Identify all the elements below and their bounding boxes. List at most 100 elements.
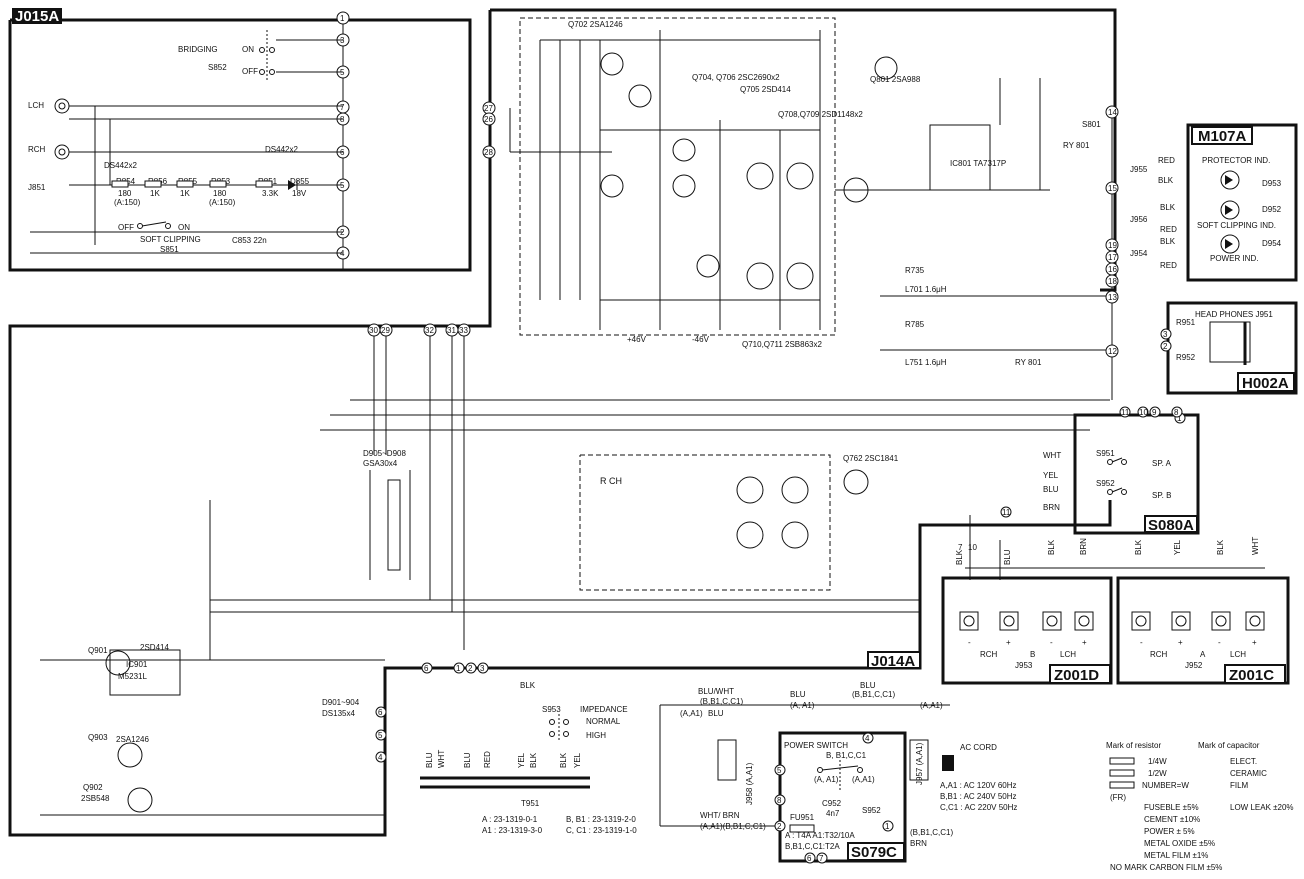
svg-text:2: 2 [468, 664, 473, 673]
headphone-jack-icon [1209, 321, 1251, 363]
svg-text:S951: S951 [1096, 449, 1115, 458]
svg-text:1: 1 [456, 664, 461, 673]
tag-j015a-bg [12, 8, 62, 24]
svg-text:FU951: FU951 [790, 813, 815, 822]
svg-text:6: 6 [807, 854, 812, 863]
svg-text:D954: D954 [1262, 239, 1282, 248]
svg-text:(A,A1)(B,B1,C,C1): (A,A1)(B,B1,C,C1) [700, 822, 766, 831]
svg-text:S852: S852 [208, 63, 227, 72]
svg-text:GSA30x4: GSA30x4 [363, 459, 398, 468]
svg-text:(A,A1): (A,A1) [852, 775, 875, 784]
svg-text:WHT: WHT [1043, 451, 1061, 460]
svg-text:B,B1 : AC 240V 50Hz: B,B1 : AC 240V 50Hz [940, 792, 1017, 801]
svg-text:(A,A1): (A,A1) [680, 709, 703, 718]
svg-text:CEMENT ±10%: CEMENT ±10% [1144, 815, 1200, 824]
svg-text:BLK: BLK [1160, 203, 1176, 212]
svg-text:2SB548: 2SB548 [81, 794, 110, 803]
svg-text:13: 13 [1108, 293, 1117, 302]
svg-text:D952: D952 [1262, 205, 1282, 214]
svg-text:+: + [1252, 638, 1257, 647]
svg-text:WHT: WHT [437, 750, 446, 768]
svg-text:SOFT CLIPPING IND.: SOFT CLIPPING IND. [1197, 221, 1276, 230]
svg-text:R951: R951 [1176, 318, 1196, 327]
svg-text:R735: R735 [905, 266, 925, 275]
svg-text:RY 801: RY 801 [1015, 358, 1042, 367]
svg-text:B, B1,C,C1: B, B1,C,C1 [826, 751, 867, 760]
svg-text:3: 3 [1163, 330, 1168, 339]
svg-text:WHT/ BRN: WHT/ BRN [700, 811, 740, 820]
svg-text:4n7: 4n7 [826, 809, 840, 818]
svg-text:R952: R952 [1176, 353, 1196, 362]
svg-text:S953: S953 [542, 705, 561, 714]
svg-text:D901~904: D901~904 [322, 698, 360, 707]
svg-text:HIGH: HIGH [586, 731, 606, 740]
svg-text:D953: D953 [1262, 179, 1282, 188]
svg-text:1: 1 [1177, 414, 1182, 423]
board-z001c-outline [1116, 576, 1290, 685]
board-j014a-outline [8, 10, 1112, 837]
svg-text:1: 1 [340, 14, 345, 23]
svg-text:10: 10 [968, 543, 977, 552]
speaker-b-switch[interactable] [1107, 487, 1127, 495]
svg-text:Q708,Q709 2SD1148x2: Q708,Q709 2SD1148x2 [778, 110, 863, 119]
soft-clipping-switch[interactable] [137, 221, 171, 229]
svg-text:18V: 18V [292, 189, 307, 198]
svg-text:BLU: BLU [425, 752, 434, 768]
power-switch[interactable] [817, 760, 863, 790]
svg-text:OFF: OFF [118, 223, 134, 232]
svg-text:Mark of capacitor: Mark of capacitor [1198, 741, 1260, 750]
svg-text:METAL OXIDE ±5%: METAL OXIDE ±5% [1144, 839, 1215, 848]
speaker-terminal-icon [1171, 611, 1191, 631]
ac-power-section: BLU/WHT (B,B1,C,C1) (A,A1) BLU BLU (A, A… [659, 681, 1017, 864]
svg-text:BLK: BLK [559, 752, 568, 768]
svg-text:(B,B1,C,C1): (B,B1,C,C1) [910, 828, 953, 837]
svg-text:L701 1.6μH: L701 1.6μH [905, 285, 947, 294]
svg-text:DS135x4: DS135x4 [322, 709, 355, 718]
svg-text:AC CORD: AC CORD [960, 743, 997, 752]
svg-text:Q762 2SC1841: Q762 2SC1841 [843, 454, 899, 463]
svg-text:S952: S952 [1096, 479, 1115, 488]
svg-text:NO MARK CARBON FILM ±5%: NO MARK CARBON FILM ±5% [1110, 863, 1222, 872]
svg-text:Q902: Q902 [83, 783, 103, 792]
svg-text:BLU: BLU [1003, 549, 1012, 565]
svg-text:J958 (A,A1): J958 (A,A1) [745, 762, 754, 805]
svg-text:R785: R785 [905, 320, 925, 329]
impedance-switch[interactable] [549, 714, 569, 742]
tag-j014a: J014A [871, 653, 915, 670]
svg-text:ON: ON [242, 45, 254, 54]
svg-text:LCH: LCH [1230, 650, 1246, 659]
svg-text:J953: J953 [1015, 661, 1033, 670]
svg-text:-: - [1218, 638, 1221, 647]
svg-text:BLK: BLK [520, 681, 536, 690]
bridging-switch[interactable] [259, 30, 275, 80]
svg-text:RED: RED [483, 751, 492, 768]
speaker-terminal-icon [1131, 611, 1151, 631]
svg-text:ON: ON [178, 223, 190, 232]
svg-text:3: 3 [480, 664, 485, 673]
svg-text:YEL: YEL [573, 752, 582, 768]
legend: Mark of resistor Mark of capacitor 1/4W … [1106, 741, 1294, 872]
svg-text:R CH: R CH [600, 476, 622, 486]
svg-text:LOW LEAK ±20%: LOW LEAK ±20% [1230, 803, 1294, 812]
svg-text:BLU: BLU [1043, 485, 1059, 494]
svg-text:CERAMIC: CERAMIC [1230, 769, 1267, 778]
speaker-a-switch[interactable] [1107, 457, 1127, 465]
svg-text:4: 4 [865, 734, 870, 743]
svg-text:DS442x2: DS442x2 [265, 145, 298, 154]
soft-clip-led-icon [1220, 200, 1240, 220]
svg-text:POWER SWITCH: POWER SWITCH [784, 741, 848, 750]
svg-text:J954: J954 [1130, 249, 1148, 258]
lch-jack[interactable] [54, 98, 70, 114]
svg-text:Q901: Q901 [88, 646, 108, 655]
svg-text:32: 32 [425, 326, 434, 335]
svg-text:1/2W: 1/2W [1148, 769, 1167, 778]
tag-s079c: S079C [851, 844, 897, 861]
svg-text:9: 9 [1152, 408, 1157, 417]
svg-text:LCH: LCH [1060, 650, 1076, 659]
board-j014a-top-outline [490, 8, 1117, 292]
svg-text:26: 26 [484, 115, 493, 124]
tag-j015a: J015A [15, 8, 59, 25]
rch-jack[interactable] [54, 144, 70, 160]
svg-text:BLU: BLU [790, 690, 806, 699]
